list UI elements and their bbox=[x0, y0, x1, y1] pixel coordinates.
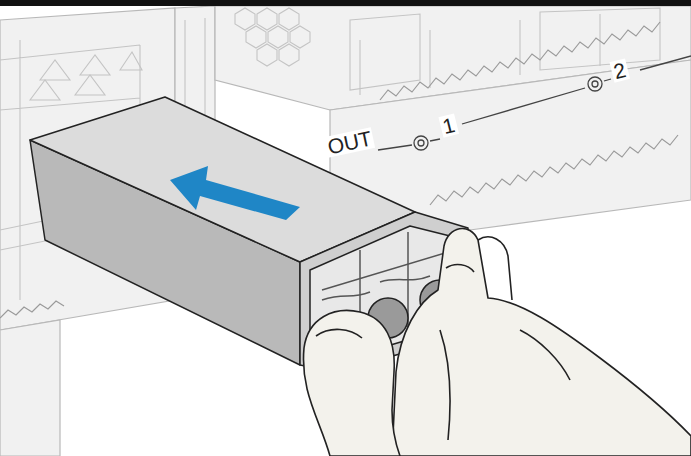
top-bar bbox=[0, 0, 691, 6]
port-label: OUT bbox=[324, 127, 376, 158]
port-label: 1 bbox=[438, 114, 458, 138]
port-label: 2 bbox=[609, 59, 629, 83]
gloved-hand bbox=[303, 229, 691, 456]
chassis-panel bbox=[0, 6, 691, 456]
port-leader-lines bbox=[378, 56, 691, 150]
sfp-module bbox=[30, 97, 468, 372]
direction-arrow bbox=[170, 166, 300, 220]
